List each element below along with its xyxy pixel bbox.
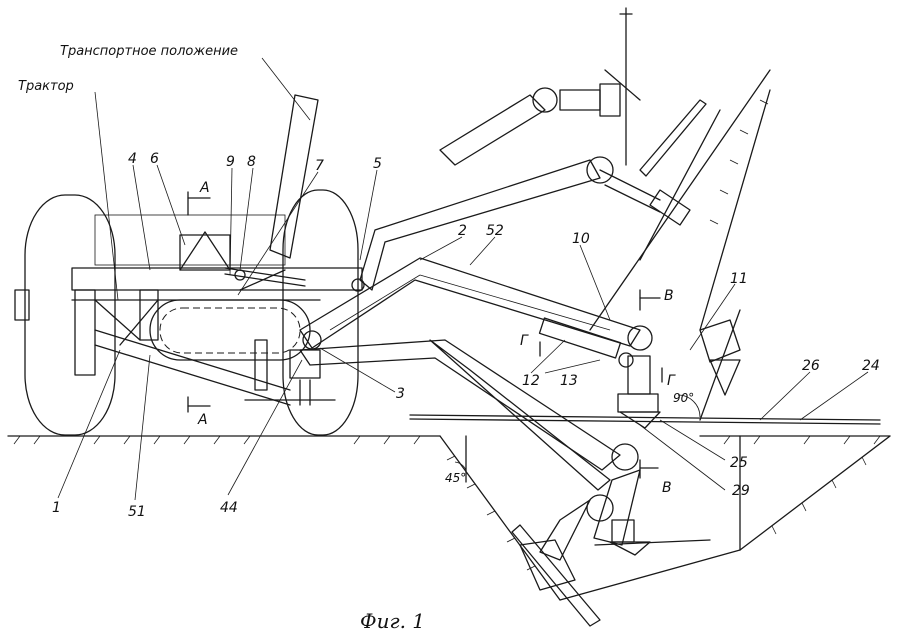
section-G-line xyxy=(539,341,663,383)
label-section-V-top: В xyxy=(664,288,674,304)
label-4: 4 xyxy=(128,151,137,167)
label-29: 29 xyxy=(732,483,750,499)
label-26: 26 xyxy=(802,358,820,374)
tractor-body-outline xyxy=(94,214,286,266)
label-1: 1 xyxy=(52,500,61,516)
label-44: 44 xyxy=(220,500,238,516)
label-25: 25 xyxy=(730,455,748,471)
tractor-rear-wheel xyxy=(14,194,116,436)
section-V-line xyxy=(639,289,661,479)
label-8: 8 xyxy=(247,154,256,170)
main-arm xyxy=(299,257,653,368)
lower-dig-arm xyxy=(511,469,711,627)
label-7: 7 xyxy=(315,158,324,174)
label-24: 24 xyxy=(862,358,880,374)
leader-lines xyxy=(57,57,869,501)
label-section-A-top: А xyxy=(199,180,210,196)
label-section-G-left: Г xyxy=(520,333,529,349)
label-13: 13 xyxy=(560,373,578,389)
tractor-front-wheel xyxy=(282,189,359,436)
label-11: 11 xyxy=(730,271,748,287)
label-3: 3 xyxy=(396,386,405,402)
label-51: 51 xyxy=(128,504,146,520)
label-section-G-right: Г xyxy=(667,373,676,389)
section-A-line xyxy=(187,191,211,413)
label-section-A-bottom: А xyxy=(197,412,208,428)
lower-arm xyxy=(244,339,639,491)
figure-caption: Фиг. 1 xyxy=(360,609,425,633)
label-5: 5 xyxy=(373,156,382,172)
label-9: 9 xyxy=(226,154,235,170)
label-section-V-bottom: В xyxy=(662,480,672,496)
label-10: 10 xyxy=(572,231,590,247)
ground-line xyxy=(7,435,891,445)
label-transport-position: Транспортное положение xyxy=(60,44,238,59)
label-6: 6 xyxy=(150,151,159,167)
label-12: 12 xyxy=(522,373,540,389)
angle-45-marker xyxy=(454,435,467,483)
label-tractor: Трактор xyxy=(18,79,74,94)
label-52: 52 xyxy=(486,223,504,239)
label-angle-45: 45° xyxy=(445,471,466,485)
ditch-profile xyxy=(439,69,891,601)
tractor-frame xyxy=(71,231,363,406)
label-angle-90: 90° xyxy=(673,391,694,405)
transport-arms xyxy=(239,7,721,291)
label-2: 2 xyxy=(458,223,467,239)
